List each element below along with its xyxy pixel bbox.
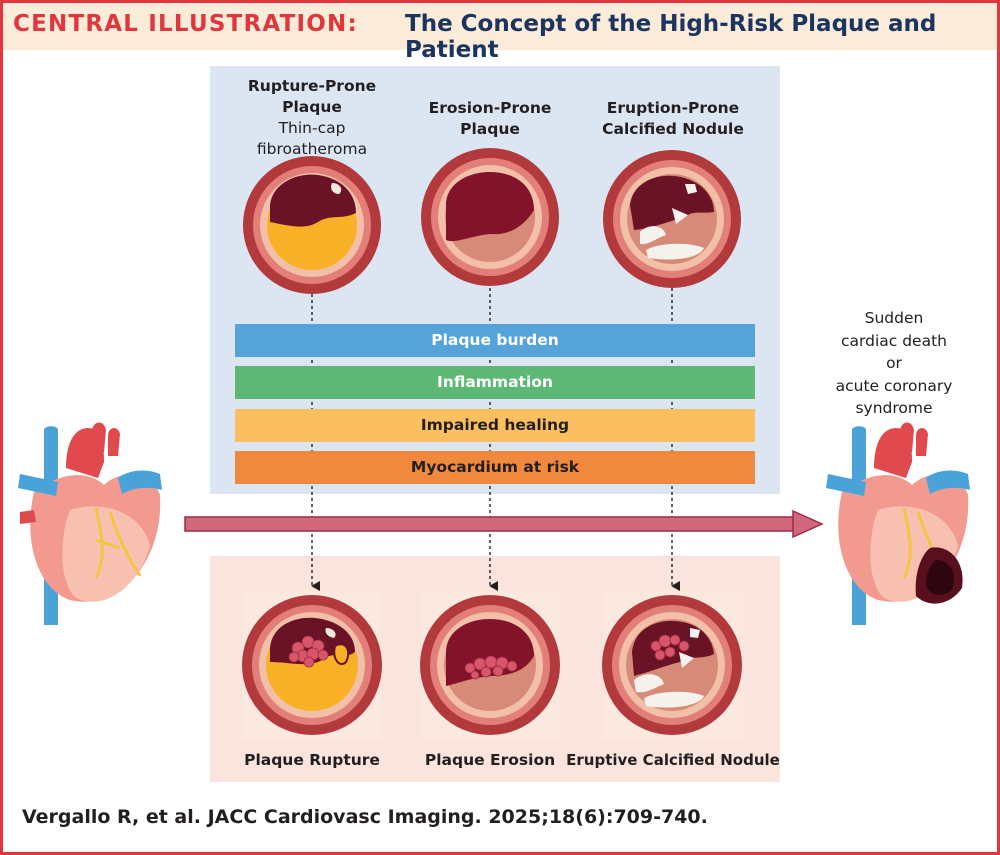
progression-arrow — [184, 509, 824, 539]
outcome-line-1: Sudden — [864, 309, 924, 327]
vessel-eruptive-calcified-icon — [602, 591, 743, 739]
outcome-line-3: or — [886, 354, 902, 372]
factor-bar-inflammation: Inflammation — [235, 366, 755, 399]
event-label-rupture: Plaque Rupture — [244, 751, 380, 769]
header-bar: CENTRAL ILLUSTRATION: The Concept of the… — [3, 3, 997, 63]
factor-label-plaque-burden: Plaque burden — [431, 331, 559, 349]
label-erosion-prone: Erosion-Prone Plaque — [395, 98, 585, 140]
event-label-erosion: Plaque Erosion — [424, 751, 556, 769]
outcome-line-4: acute coronary — [835, 376, 953, 395]
vessel-erosion-prone-icon — [421, 148, 559, 286]
event-label-calcified: Eruptive Calcified Nodule — [566, 751, 780, 769]
citation: Vergallo R, et al. JACC Cardiovasc Imagi… — [22, 806, 708, 828]
heart-infarct-icon — [826, 422, 970, 625]
vessel-rupture-prone-icon — [243, 156, 381, 294]
header-label: CENTRAL ILLUSTRATION: — [13, 11, 358, 37]
vessel-plaque-rupture-icon — [242, 591, 382, 739]
vessel-calcified-prone-icon — [603, 150, 741, 288]
label-eruption-prone-title: Eruption-Prone Calcified Nodule — [602, 99, 744, 138]
label-rupture-prone-title: Rupture-Prone Plaque — [247, 77, 377, 116]
factor-bar-myocardium-at-risk: Myocardium at risk — [235, 451, 755, 484]
heart-healthy-icon — [18, 422, 162, 625]
label-rupture-prone-subtitle: Thin-cap fibroatheroma — [256, 119, 368, 158]
figure-title: The Concept of the High-Risk Plaque and … — [405, 11, 937, 63]
factor-bar-plaque-burden: Plaque burden — [235, 324, 755, 357]
factor-label-impaired-healing: Impaired healing — [420, 416, 570, 434]
label-erosion-prone-title: Erosion-Prone Plaque — [428, 99, 552, 138]
factor-label-myocardium-at-risk: Myocardium at risk — [410, 458, 580, 476]
outcome-line-5: syndrome — [855, 399, 933, 417]
factor-label-inflammation: Inflammation — [437, 373, 553, 391]
vessel-plaque-erosion-icon — [420, 591, 560, 739]
outcome-line-2: cardiac death — [841, 331, 947, 350]
factor-bar-impaired-healing: Impaired healing — [235, 409, 755, 442]
label-rupture-prone: Rupture-Prone Plaque Thin-cap fibroather… — [217, 76, 407, 160]
label-eruption-prone: Eruption-Prone Calcified Nodule — [578, 98, 768, 140]
outcome-text: Sudden cardiac death or acute coronary s… — [808, 307, 980, 420]
